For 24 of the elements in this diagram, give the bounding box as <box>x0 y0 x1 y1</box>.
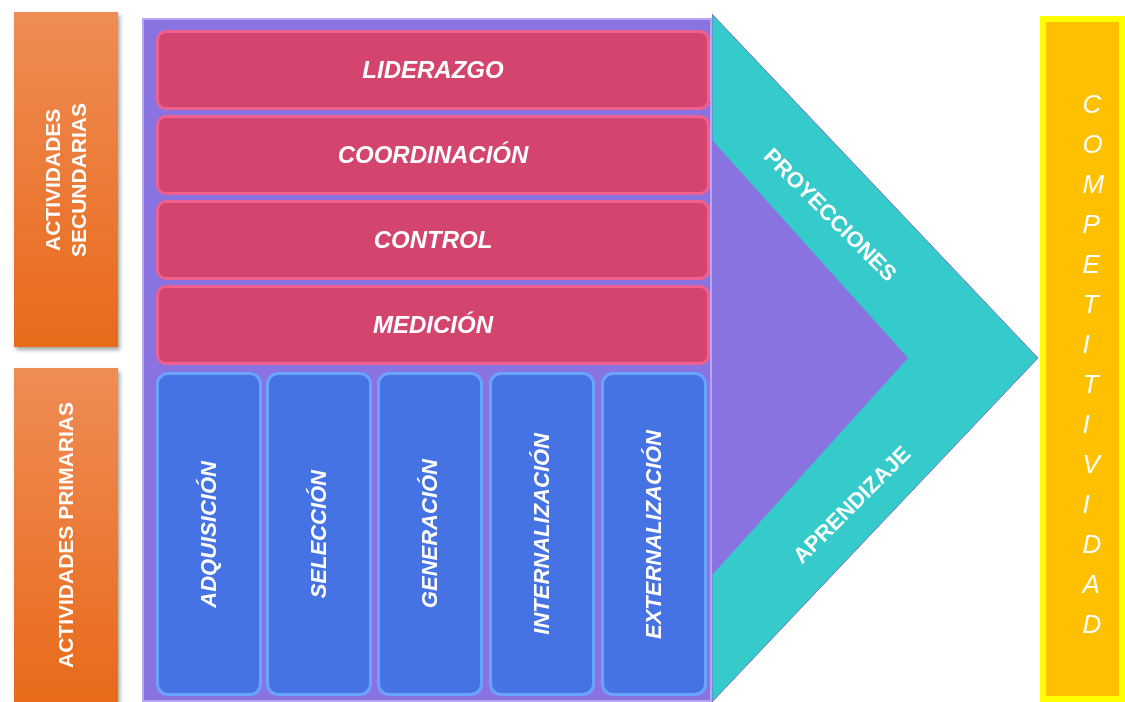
category-box <box>14 368 118 702</box>
activity-column <box>156 372 262 696</box>
activity-bar <box>156 200 710 280</box>
activity-bar <box>156 285 710 365</box>
activity-column <box>377 372 483 696</box>
category-box <box>14 12 118 347</box>
category-label: ACTIVIDADES PRIMARIAS <box>52 402 78 668</box>
activity-column <box>489 372 595 696</box>
activity-label: ADQUISICIÓN <box>196 460 222 608</box>
activity-column <box>601 372 707 696</box>
activity-bar <box>156 115 710 195</box>
activity-label: MEDICIÓN <box>373 311 493 339</box>
activity-bar <box>156 30 710 110</box>
result-bar <box>1040 16 1125 702</box>
activity-column <box>266 372 372 696</box>
activity-label: CONTROL <box>373 226 493 254</box>
activity-label: EXTERNALIZACIÓN <box>641 429 667 639</box>
activity-label: COORDINACIÓN <box>337 141 529 169</box>
result-label: COMPETITIVIDAD <box>1082 88 1109 641</box>
activity-label: SELECCIÓN <box>306 469 332 599</box>
activity-label: INTERNALIZACIÓN <box>529 433 555 635</box>
activity-label: LIDERAZGO <box>362 56 504 84</box>
category-label: ACTIVIDADES SECUNDARIAS <box>39 101 91 259</box>
activity-label: GENERACIÓN <box>417 459 443 609</box>
